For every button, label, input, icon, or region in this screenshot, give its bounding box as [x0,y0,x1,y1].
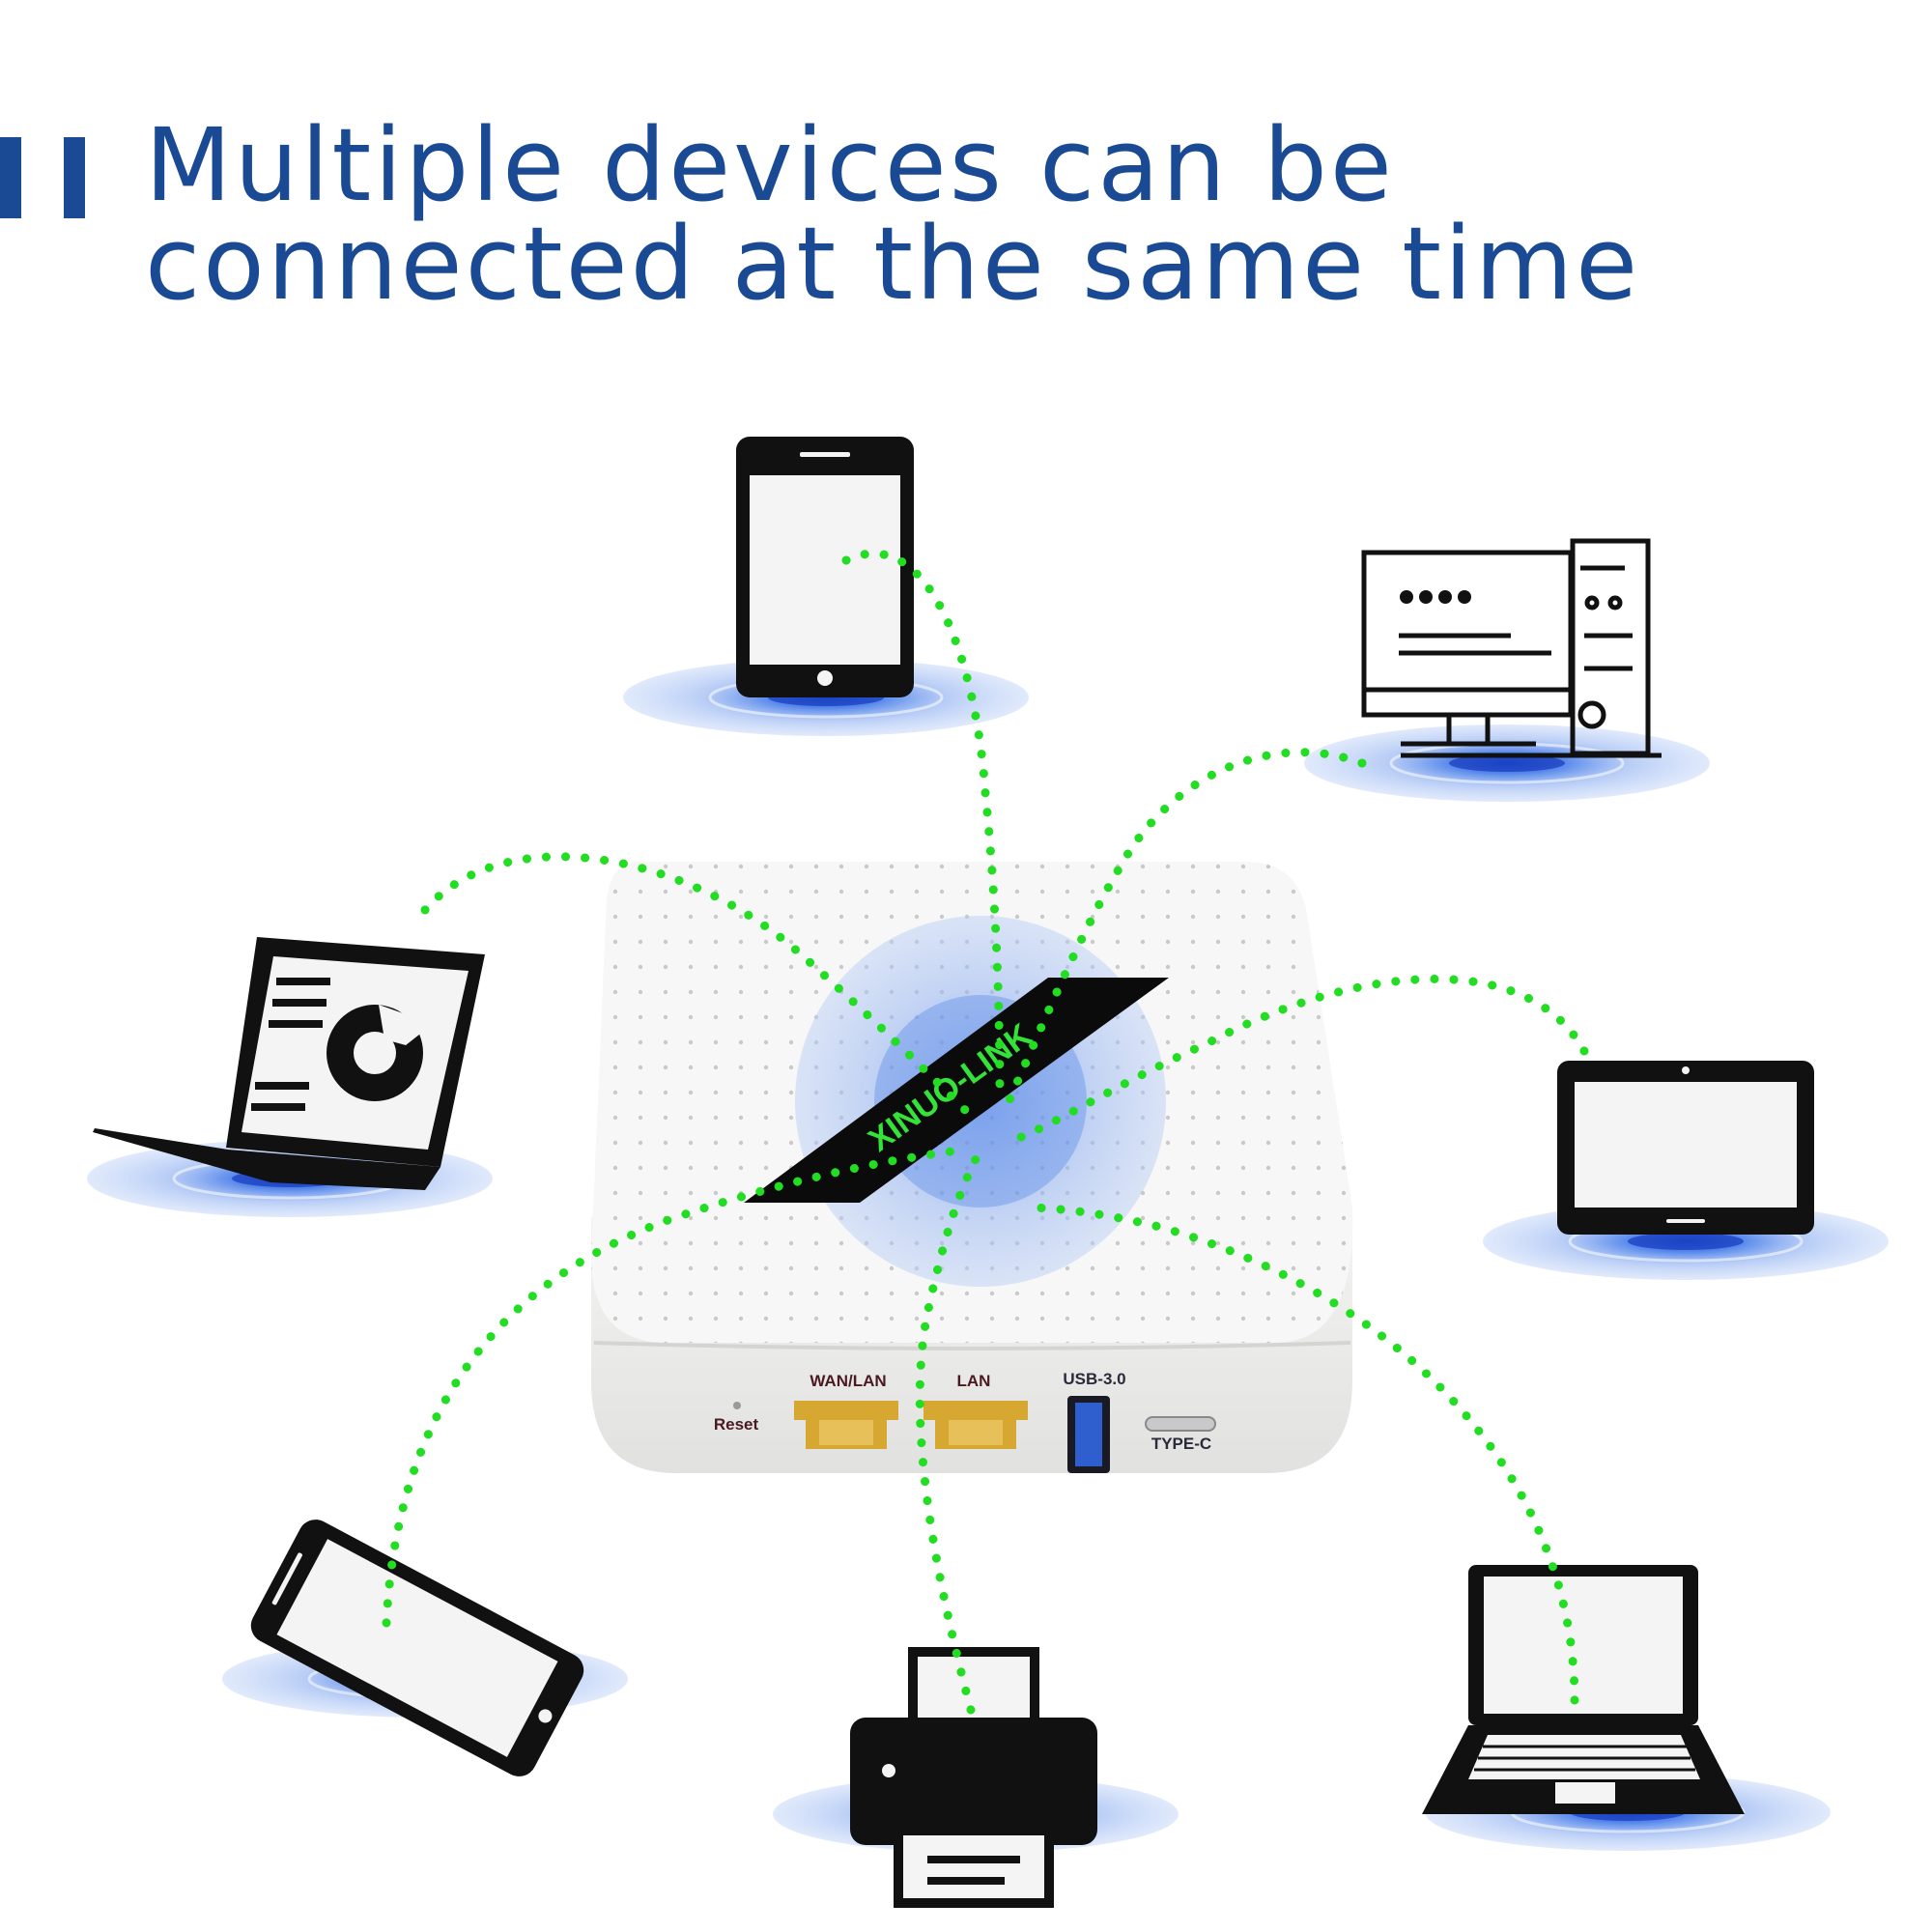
usb-port [1067,1396,1110,1473]
tablet-icon [736,437,914,697]
lan-port [923,1401,1028,1449]
headline-line-1: Multiple devices can be [145,106,1395,224]
type-c-label: TYPE-C [1151,1435,1211,1453]
wan-lan-label: WAN/LAN [810,1372,886,1390]
router-logo-strip [744,978,1169,1203]
wan-lan-port [794,1401,898,1449]
title-accent-bar [0,137,21,218]
tablet-landscape-icon [1557,1061,1814,1235]
reset-hole [733,1402,741,1409]
router-port-panel: Reset WAN/LAN LAN USB-3.0 TYPE-C [714,1370,1216,1473]
title-accent-bar [64,137,85,218]
headline: Multiple devices can be connected at the… [145,106,1884,323]
signal-path-laptop [420,852,971,1116]
reset-label: Reset [714,1415,759,1434]
signal-path-smartphone [382,1145,971,1628]
desktop-screen-dots [1400,590,1471,604]
notebook-keyboard-icon [1422,1565,1745,1814]
usb-label: USB-3.0 [1063,1370,1125,1388]
signal-paths [382,549,1589,1715]
signal-path-tablet [841,549,1005,1106]
headline-line-2: connected at the same time [145,205,1641,323]
signal-path-tablet-landscape [1009,975,1589,1145]
desktop-computer-icon [1361,538,1662,758]
lan-label: LAN [957,1372,991,1390]
signal-path-desktop [1000,748,1367,1116]
printer-icon [850,1647,1097,1908]
smartphone-icon [250,1520,584,1776]
laptop-chart-icon [93,937,485,1190]
type-c-port [1145,1416,1216,1432]
signal-path-printer [915,1154,980,1715]
